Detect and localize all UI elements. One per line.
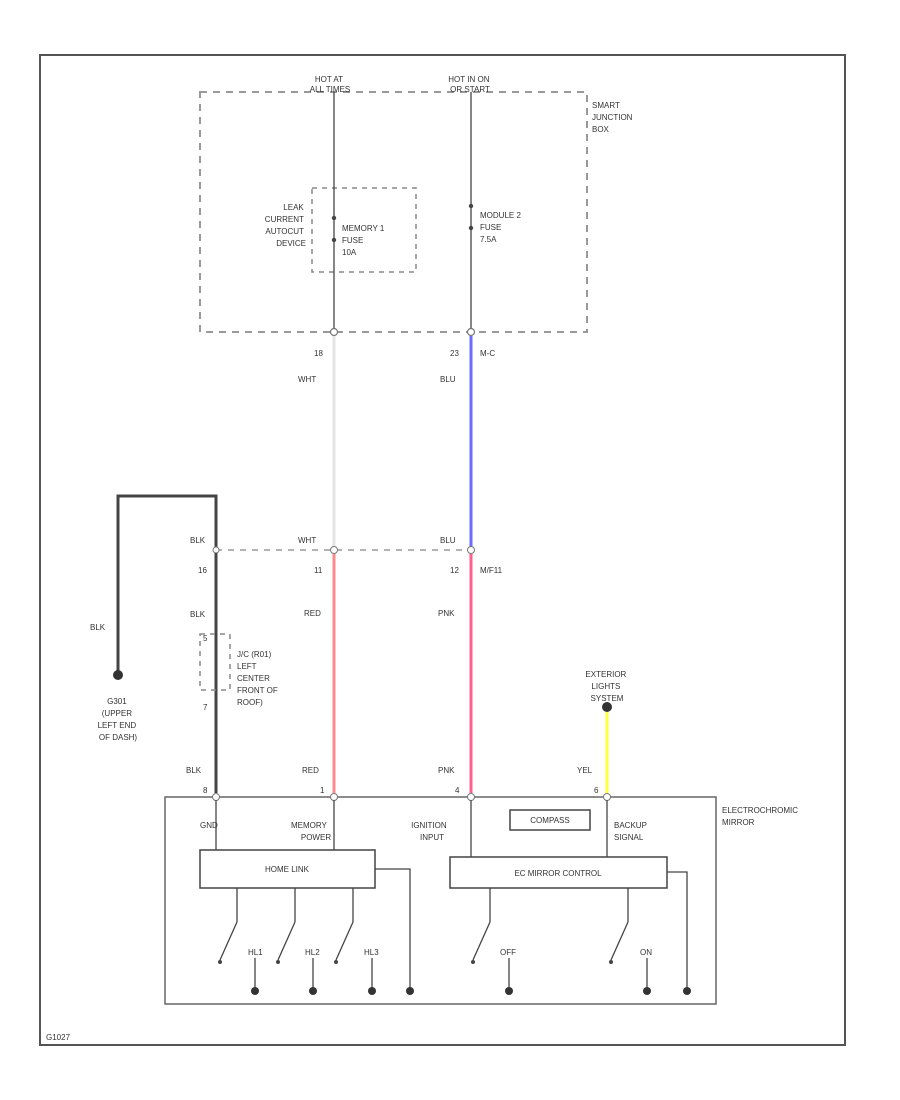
right-mid-color-label: BLU bbox=[440, 536, 456, 545]
mirror-pin-label-1: 8 bbox=[203, 786, 208, 795]
homelink-label: HOME LINK bbox=[265, 865, 310, 874]
switch-on-label: ON bbox=[640, 948, 652, 957]
leak-current-autocut-device bbox=[311, 187, 417, 273]
gnd-pin-label: 16 bbox=[198, 566, 207, 575]
ground-dot-hl2 bbox=[309, 987, 317, 995]
ground-wire bbox=[116, 494, 218, 672]
joint-label: J/C (R01) LEFT CENTER FRONT OF ROOF) bbox=[237, 650, 280, 707]
ground-dot-hl3 bbox=[368, 987, 376, 995]
diagram-footer-id: G1027 bbox=[46, 1033, 71, 1042]
switch-hl3: HL3 bbox=[334, 888, 379, 988]
electrochromic-mirror-box bbox=[164, 796, 717, 1005]
bottom-yel-label: YEL bbox=[577, 766, 593, 775]
switch-on: ON bbox=[609, 888, 652, 988]
gnd-pin-text: GND bbox=[200, 821, 218, 830]
joint-connector bbox=[199, 633, 231, 691]
gnd-color-top-label: BLK bbox=[190, 536, 206, 545]
memory-fuse-terminal-bottom bbox=[331, 237, 337, 243]
mid-connector-left bbox=[330, 546, 338, 554]
right-top-color-label: BLU bbox=[440, 375, 456, 384]
joint-pin-top-label: 5 bbox=[203, 634, 208, 643]
right-top-conn-label: M-C bbox=[480, 349, 495, 358]
right-mid-pin-label: 12 bbox=[450, 566, 459, 575]
module-fuse-terminal-top bbox=[468, 203, 474, 209]
module-fuse-terminal-bottom bbox=[468, 225, 474, 231]
mid-connector-right bbox=[467, 546, 475, 554]
ground-g301-symbol bbox=[113, 670, 123, 680]
mirror-pin-memory bbox=[330, 793, 338, 801]
memory-power-text: MEMORY POWER bbox=[291, 821, 331, 842]
ec-control-ground-line bbox=[667, 871, 688, 988]
ground-dot-homelink bbox=[406, 987, 414, 995]
bottom-pnk-label: PNK bbox=[438, 766, 455, 775]
compass-label: COMPASS bbox=[530, 816, 569, 825]
left-mid-pin-label: 11 bbox=[314, 566, 323, 575]
switch-off: OFF bbox=[471, 888, 516, 988]
hot-at-all-times-label: HOT AT ALL TIMES bbox=[310, 75, 350, 94]
mirror-pin-gnd bbox=[212, 793, 220, 801]
jb-connector-right bbox=[466, 327, 476, 337]
left-top-color-label: WHT bbox=[298, 375, 316, 384]
right-top-pin-label: 23 bbox=[450, 349, 459, 358]
ignition-input-text: IGNITION INPUT bbox=[411, 821, 449, 842]
homelink-box bbox=[199, 849, 376, 889]
ground-dot-on bbox=[643, 987, 651, 995]
ground-wire-color-label: BLK bbox=[90, 623, 106, 632]
switch-hl3-label: HL3 bbox=[364, 948, 379, 957]
switch-hl2: HL2 bbox=[276, 888, 320, 988]
leak-device-label: LEAK CURRENT AUTOCUT DEVICE bbox=[265, 203, 306, 248]
left-top-pin-label: 18 bbox=[314, 349, 323, 358]
junction-box-label: SMART JUNCTION BOX bbox=[592, 101, 635, 134]
left-mid-color-label: WHT bbox=[298, 536, 316, 545]
mirror-pin-label-4: 6 bbox=[594, 786, 599, 795]
smart-junction-box bbox=[199, 91, 588, 333]
mirror-pin-ignition bbox=[467, 793, 475, 801]
ground-dot-ec bbox=[683, 987, 691, 995]
mirror-pin-label-2: 1 bbox=[320, 786, 325, 795]
exterior-lights-terminal bbox=[602, 702, 612, 712]
gnd-color-mid-label: BLK bbox=[190, 610, 206, 619]
bottom-red-label: RED bbox=[302, 766, 319, 775]
homelink-ground-line bbox=[375, 868, 411, 988]
ground-dot-off bbox=[505, 987, 513, 995]
switch-off-label: OFF bbox=[500, 948, 516, 957]
left-low-color-label: RED bbox=[304, 609, 321, 618]
exterior-lights-label: EXTERIOR LIGHTS SYSTEM bbox=[585, 670, 628, 703]
memory-fuse-label: MEMORY 1 FUSE 10A bbox=[342, 224, 387, 257]
compass-box bbox=[509, 809, 591, 831]
mirror-label: ELECTROCHROMIC MIRROR bbox=[722, 806, 800, 827]
switch-hl1: HL1 bbox=[218, 888, 263, 988]
jb-connector-left bbox=[329, 327, 339, 337]
switch-hl1-label: HL1 bbox=[248, 948, 263, 957]
mid-connector-gnd bbox=[212, 546, 220, 554]
ec-control-label: EC MIRROR CONTROL bbox=[514, 869, 602, 878]
backup-signal-text: BACKUP SIGNAL bbox=[614, 821, 649, 842]
module-fuse-label: MODULE 2 FUSE 7.5A bbox=[480, 211, 523, 244]
mirror-pin-label-3: 4 bbox=[455, 786, 460, 795]
switch-hl2-label: HL2 bbox=[305, 948, 320, 957]
joint-pin-bottom-label: 7 bbox=[203, 703, 208, 712]
hot-in-on-label: HOT IN ON OR START bbox=[448, 75, 491, 94]
ground-label: G301 (UPPER LEFT END OF DASH) bbox=[98, 697, 139, 742]
diagram-frame bbox=[39, 54, 846, 1046]
ground-dot-hl1 bbox=[251, 987, 259, 995]
bottom-gnd-color-label: BLK bbox=[186, 766, 202, 775]
right-mid-conn-label: M/F11 bbox=[480, 566, 503, 575]
memory-fuse-terminal-top bbox=[331, 215, 337, 221]
right-low-color-label: PNK bbox=[438, 609, 455, 618]
mirror-pin-backup bbox=[603, 793, 611, 801]
